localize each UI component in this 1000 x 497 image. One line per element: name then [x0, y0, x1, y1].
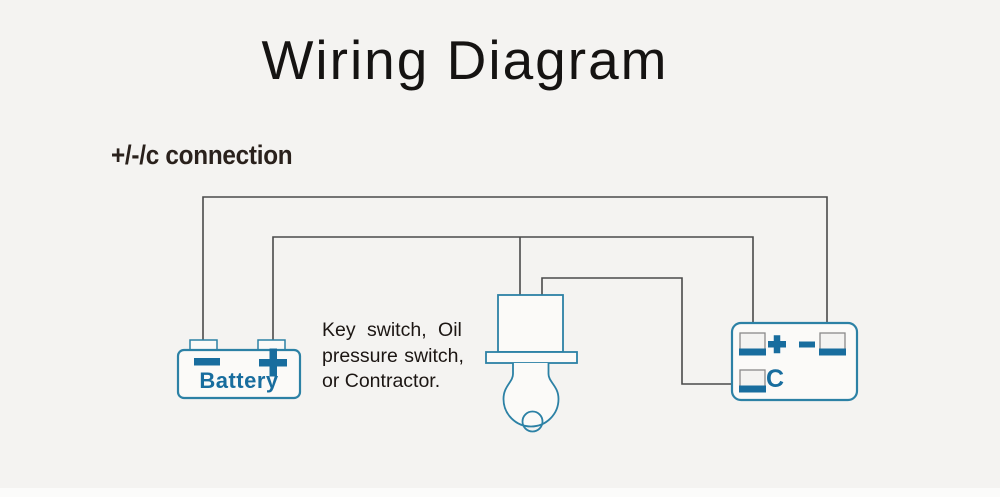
bottom-strip [0, 488, 1000, 497]
controller-shape [730, 321, 859, 402]
note-line: or Contractor. [322, 370, 441, 392]
battery-plus-icon [269, 348, 277, 377]
wire-switch-to-c-terminal [541, 277, 741, 385]
wire-battery-positive-to-controller-plus [272, 236, 754, 340]
note-line: pressure switch, [322, 344, 464, 367]
switch-note: Key switch, Oil pressure switch, or Cont… [322, 318, 464, 395]
terminal-minus-outline [819, 332, 846, 351]
page-title: Wiring Diagram [261, 29, 669, 91]
key-switch-bulb [502, 363, 560, 428]
keyhole-icon [521, 410, 544, 433]
terminal-c-pad [739, 385, 766, 393]
controller-terminal-outlines [739, 332, 846, 388]
controller-terminal-pads-and-signs [739, 335, 846, 393]
section-heading: +/-/c connection [111, 140, 293, 170]
terminal-c-outline [739, 369, 766, 388]
controller-minus-icon [799, 341, 815, 348]
controller-c-label: C [766, 365, 785, 393]
wire-battery-negative-to-controller-minus [202, 196, 828, 340]
battery-signs [194, 348, 287, 377]
key-switch-body [497, 294, 564, 353]
wires [202, 196, 828, 385]
battery-neg-terminal-tab [189, 339, 218, 351]
battery-minus-icon [194, 358, 220, 366]
battery-label: Battery [199, 368, 279, 393]
terminal-plus-outline [739, 332, 766, 351]
key-switch-shape [485, 294, 578, 433]
controller-plus-icon [773, 335, 781, 354]
key-switch-flange [485, 351, 578, 364]
terminal-plus-pad [739, 348, 766, 356]
note-line: Key switch, Oil [322, 319, 462, 341]
terminal-minus-pad [819, 348, 846, 356]
